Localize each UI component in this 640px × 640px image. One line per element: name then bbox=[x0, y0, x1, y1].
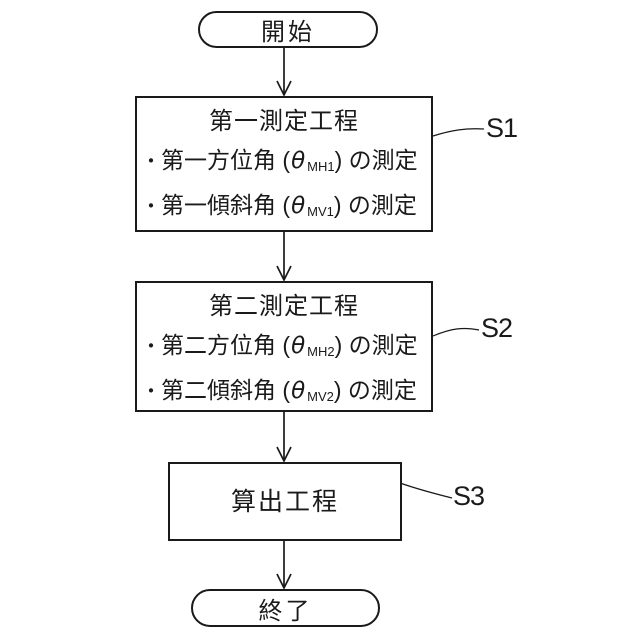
leader-line-s1 bbox=[432, 128, 485, 137]
row-text-post: ) の測定 bbox=[334, 147, 418, 173]
step-label-s3: S3 bbox=[453, 481, 485, 511]
leader-line-s3 bbox=[399, 482, 453, 499]
bullet-dot: ・ bbox=[141, 336, 161, 358]
arrowhead-icon bbox=[276, 573, 292, 590]
theta-symbol: θ bbox=[291, 193, 306, 219]
arrow-down-start-to-s1 bbox=[276, 48, 292, 97]
row-text-post: ) の測定 bbox=[334, 332, 418, 358]
step-title-s1: 第一測定工程 bbox=[209, 108, 359, 135]
arrow-down-s3-to-end bbox=[276, 541, 292, 590]
theta-subscript: MH1 bbox=[307, 159, 335, 174]
arrowhead-icon bbox=[276, 80, 292, 97]
row-text-pre: 第二傾斜角 ( bbox=[161, 377, 291, 403]
row-text-pre: 第一傾斜角 ( bbox=[161, 192, 291, 218]
step-box-s3: 算出工程 bbox=[168, 462, 402, 541]
start-terminal: 開始 bbox=[198, 11, 378, 48]
step-title-s3: 算出工程 bbox=[230, 487, 339, 516]
theta-subscript: MV2 bbox=[307, 389, 334, 404]
arrowhead-icon bbox=[276, 265, 292, 282]
row-text-pre: 第二方位角 ( bbox=[161, 332, 291, 358]
step-label-s1: S1 bbox=[486, 113, 518, 143]
step-title-s2: 第二測定工程 bbox=[209, 293, 359, 320]
arrow-down-s1-to-s2 bbox=[276, 232, 292, 282]
arrow-down-s2-to-s3 bbox=[276, 412, 292, 463]
row-text-pre: 第一方位角 ( bbox=[161, 147, 291, 173]
row-text-post: ) の測定 bbox=[333, 192, 417, 218]
theta-symbol: θ bbox=[291, 333, 306, 359]
start-label: 開始 bbox=[261, 19, 315, 46]
arrowhead-icon bbox=[276, 446, 292, 463]
theta-subscript: MV1 bbox=[307, 204, 334, 219]
step-label-s2: S2 bbox=[481, 313, 513, 343]
theta-symbol: θ bbox=[291, 378, 306, 404]
end-label: 終了 bbox=[258, 597, 313, 625]
end-terminal: 終了 bbox=[191, 589, 380, 627]
row-text-post: ) の測定 bbox=[333, 377, 417, 403]
bullet-dot: ・ bbox=[141, 196, 161, 218]
bullet-dot: ・ bbox=[141, 381, 161, 403]
theta-symbol: θ bbox=[291, 148, 306, 174]
bullet-dot: ・ bbox=[141, 151, 161, 173]
theta-subscript: MH2 bbox=[307, 344, 335, 359]
leader-line-s2 bbox=[432, 327, 480, 337]
